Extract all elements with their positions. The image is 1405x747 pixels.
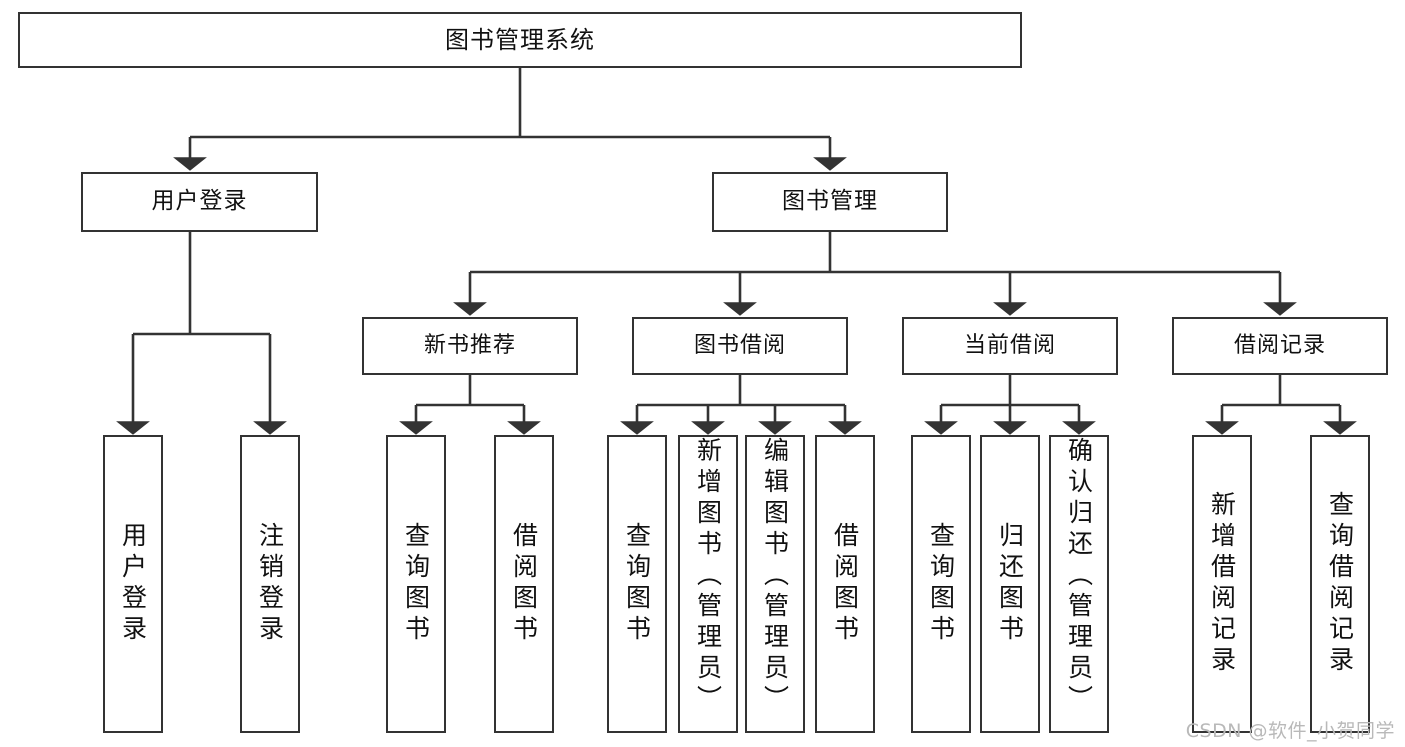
node-leaf-borrow-book-1-label: 借阅图书 <box>509 522 539 646</box>
node-leaf-logout-label: 注销登录 <box>255 522 285 646</box>
node-book-management[interactable]: 图书管理 <box>712 172 948 232</box>
node-leaf-edit-book[interactable]: 编辑图书（管理员） <box>745 435 805 733</box>
node-current-borrow[interactable]: 当前借阅 <box>902 317 1118 375</box>
node-leaf-query-book-1[interactable]: 查询图书 <box>386 435 446 733</box>
node-leaf-borrow-book-2-label: 借阅图书 <box>830 522 860 646</box>
node-leaf-add-record-label: 新增借阅记录 <box>1207 491 1237 677</box>
node-leaf-edit-book-label: 编辑图书（管理员） <box>760 437 790 716</box>
node-root[interactable]: 图书管理系统 <box>18 12 1022 68</box>
node-leaf-borrow-book-2[interactable]: 借阅图书 <box>815 435 875 733</box>
node-leaf-user-login[interactable]: 用户登录 <box>103 435 163 733</box>
node-leaf-add-record[interactable]: 新增借阅记录 <box>1192 435 1252 733</box>
node-leaf-borrow-book-1[interactable]: 借阅图书 <box>494 435 554 733</box>
node-new-book-recommend[interactable]: 新书推荐 <box>362 317 578 375</box>
node-user-login-label: 用户登录 <box>151 188 248 215</box>
node-leaf-logout[interactable]: 注销登录 <box>240 435 300 733</box>
node-current-borrow-label: 当前借阅 <box>963 333 1056 359</box>
node-leaf-confirm-return-label: 确认归还（管理员） <box>1064 437 1094 716</box>
node-book-borrow-label: 图书借阅 <box>693 333 786 359</box>
node-book-management-label: 图书管理 <box>782 188 878 215</box>
node-leaf-query-book-2-label: 查询图书 <box>622 522 652 646</box>
watermark-text: CSDN @软件_小贺同学 <box>1185 720 1395 742</box>
node-leaf-confirm-return[interactable]: 确认归还（管理员） <box>1049 435 1109 733</box>
node-leaf-query-record-label: 查询借阅记录 <box>1325 491 1355 677</box>
node-leaf-return-book-label: 归还图书 <box>995 522 1025 646</box>
node-leaf-add-book[interactable]: 新增图书（管理员） <box>678 435 738 733</box>
node-root-label: 图书管理系统 <box>445 25 595 54</box>
node-borrow-record[interactable]: 借阅记录 <box>1172 317 1388 375</box>
node-leaf-query-book-3-label: 查询图书 <box>926 522 956 646</box>
node-leaf-query-book-2[interactable]: 查询图书 <box>607 435 667 733</box>
node-leaf-query-book-3[interactable]: 查询图书 <box>911 435 971 733</box>
node-leaf-user-login-label: 用户登录 <box>118 522 148 646</box>
node-book-borrow[interactable]: 图书借阅 <box>632 317 848 375</box>
node-user-login[interactable]: 用户登录 <box>81 172 318 232</box>
node-leaf-return-book[interactable]: 归还图书 <box>980 435 1040 733</box>
node-new-book-recommend-label: 新书推荐 <box>423 333 516 359</box>
node-leaf-query-book-1-label: 查询图书 <box>401 522 431 646</box>
node-borrow-record-label: 借阅记录 <box>1233 333 1326 359</box>
node-leaf-query-record[interactable]: 查询借阅记录 <box>1310 435 1370 733</box>
node-leaf-add-book-label: 新增图书（管理员） <box>693 437 723 716</box>
